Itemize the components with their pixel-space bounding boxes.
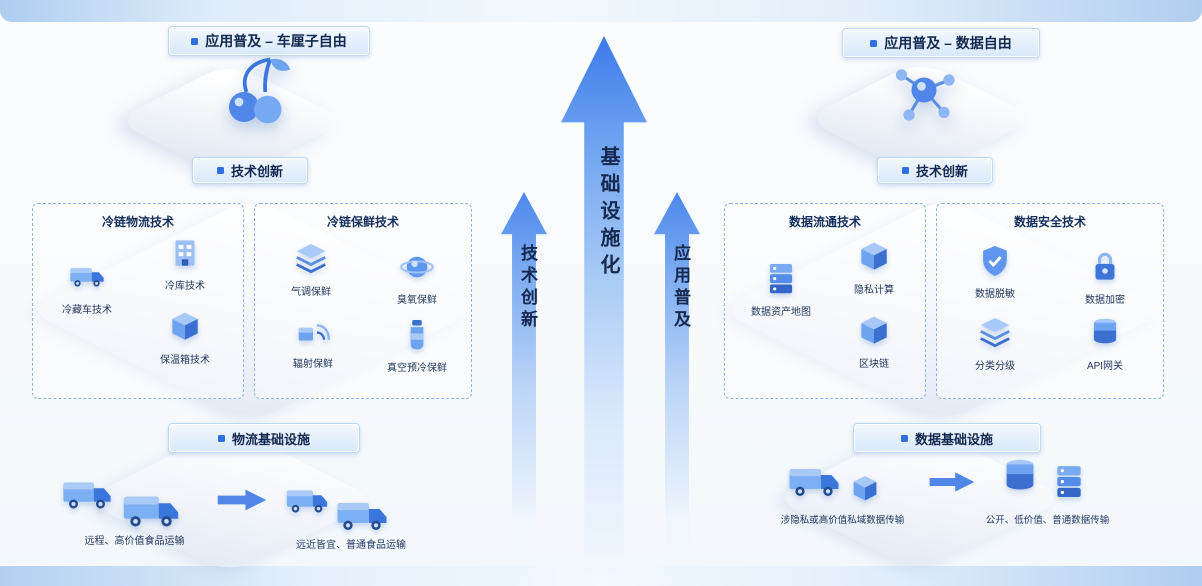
- molecule-icon: [884, 50, 964, 130]
- right-tech-badge-label: 技术创新: [915, 164, 968, 179]
- truck-icon: [786, 454, 842, 510]
- data-circulation-box-title: 数据流通技术: [788, 215, 861, 229]
- left-infra-badge-label: 物流基础设施: [231, 431, 310, 447]
- bullet-icon: [217, 434, 225, 442]
- right-arrow-icon: [928, 470, 976, 494]
- item-label: 真空预冷保鲜: [387, 363, 447, 374]
- left-top-badge: 应用普及 – 车厘子自由: [168, 26, 370, 56]
- bullet-icon: [191, 37, 199, 45]
- application-arrow-label: 应用普及: [671, 244, 690, 332]
- right-infra-badge: 数据基础设施: [853, 423, 1041, 453]
- ozone-globe-icon: [398, 248, 436, 286]
- cold-preservation-box: 冷链保鲜技术 气调保鲜 臭氧保鲜 辐射保鲜 真空预冷保鲜: [254, 203, 472, 399]
- right-arrow-icon: [216, 487, 268, 513]
- list-item: 辐射保鲜: [263, 312, 363, 370]
- item-label: 分类分级: [975, 361, 1015, 372]
- database-stack-icon: [997, 454, 1043, 500]
- cold-preservation-box-title: 冷链保鲜技术: [326, 215, 399, 229]
- data-security-box-title: 数据安全技术: [1013, 215, 1086, 229]
- cold-logistics-box-title: 冷链物流技术: [101, 215, 174, 229]
- fleet-label: 公开、低价值、普通数据传输: [985, 515, 1110, 526]
- data-security-box: 数据安全技术 数据脱敏 数据加密 分类分级 API网关: [936, 203, 1164, 399]
- cherry-icon: [214, 52, 294, 132]
- left-top-badge-label: 应用普及 – 车厘子自由: [205, 33, 347, 49]
- item-label: 臭氧保鲜: [397, 295, 437, 306]
- item-label: 隐私计算: [854, 285, 894, 296]
- item-label: 数据脱敏: [975, 289, 1015, 300]
- item-label: 区块链: [859, 359, 889, 370]
- right-infra-badge-label: 数据基础设施: [914, 431, 993, 447]
- right-fleet-from: 涉隐私或高价值私域数据传输: [770, 448, 915, 528]
- fleet-label: 远近皆宜、普通食品运输: [296, 540, 406, 551]
- data-server-icon: [762, 260, 800, 298]
- infrastructure-arrow: [561, 36, 647, 576]
- parcel-cube-icon: [848, 472, 882, 506]
- item-label: API网关: [1086, 361, 1124, 372]
- privacy-compute-cube-icon: [855, 238, 893, 276]
- bottom-strip: [0, 566, 1202, 586]
- right-tech-badge: 技术创新: [877, 157, 993, 184]
- right-fleet-to: 公开、低价值、普通数据传输: [985, 446, 1110, 526]
- list-item: 隐私计算: [827, 238, 921, 296]
- list-item: 数据加密: [1055, 248, 1155, 306]
- data-circulation-box: 数据流通技术 数据资产地图 隐私计算 区块链: [724, 203, 926, 399]
- list-item: 真空预冷保鲜: [365, 316, 469, 374]
- item-label: 数据加密: [1085, 295, 1125, 306]
- truck-icon: [60, 468, 114, 522]
- list-item: 冷库技术: [137, 234, 233, 292]
- api-gateway-stack-icon: [1086, 314, 1124, 352]
- lock-icon: [1086, 248, 1124, 286]
- fleet-label: 涉隐私或高价值私域数据传输: [780, 515, 905, 526]
- item-label: 辐射保鲜: [293, 359, 333, 370]
- list-item: 气调保鲜: [261, 240, 361, 298]
- tech-innovation-arrow-label: 技术创新: [518, 244, 537, 332]
- data-server-icon: [1049, 462, 1089, 502]
- item-label: 冷库技术: [165, 281, 205, 292]
- refrigerated-truck-icon: [68, 258, 106, 296]
- bullet-icon: [870, 39, 878, 47]
- cold-warehouse-icon: [166, 234, 204, 272]
- truck-icon: [284, 478, 330, 524]
- atmosphere-layers-icon: [292, 240, 330, 278]
- list-item: 分类分级: [945, 314, 1045, 372]
- list-item: 数据资产地图: [731, 260, 831, 318]
- item-label: 数据资产地图: [751, 307, 811, 318]
- shield-icon: [976, 242, 1014, 280]
- list-item: 区块链: [827, 312, 921, 370]
- right-top-badge: 应用普及 – 数据自由: [842, 28, 1040, 58]
- right-top-badge-label: 应用普及 – 数据自由: [884, 35, 1012, 51]
- list-item: 冷藏车技术: [39, 258, 135, 316]
- left-tech-badge-label: 技术创新: [230, 164, 283, 179]
- left-infra-badge: 物流基础设施: [168, 423, 360, 453]
- blockchain-cube-icon: [855, 312, 893, 350]
- list-item: API网关: [1055, 314, 1155, 372]
- list-item: 保温箱技术: [137, 308, 233, 366]
- item-label: 保温箱技术: [160, 355, 210, 366]
- insulated-box-icon: [166, 308, 204, 346]
- item-label: 冷藏车技术: [62, 305, 112, 316]
- list-item: 臭氧保鲜: [367, 248, 467, 306]
- cold-logistics-box: 冷链物流技术 冷藏车技术 冷库技术 保温箱技术: [32, 203, 244, 399]
- fleet-label: 远程、高价值食品运输: [84, 536, 185, 547]
- item-label: 气调保鲜: [291, 287, 331, 298]
- top-strip: [0, 0, 1202, 22]
- left-fleet-to: 远近皆宜、普通食品运输: [276, 468, 426, 554]
- left-fleet-from: 远程、高价值食品运输: [52, 458, 217, 550]
- bullet-icon: [901, 167, 909, 174]
- infrastructure-arrow-label: 基础设施化: [597, 146, 619, 281]
- list-item: 数据脱敏: [945, 242, 1045, 300]
- radiation-icon: [294, 312, 332, 350]
- bullet-icon: [900, 434, 908, 442]
- bullet-icon: [216, 167, 224, 174]
- vacuum-flask-icon: [398, 316, 436, 354]
- left-tech-badge: 技术创新: [192, 157, 308, 184]
- classification-layers-icon: [976, 314, 1014, 352]
